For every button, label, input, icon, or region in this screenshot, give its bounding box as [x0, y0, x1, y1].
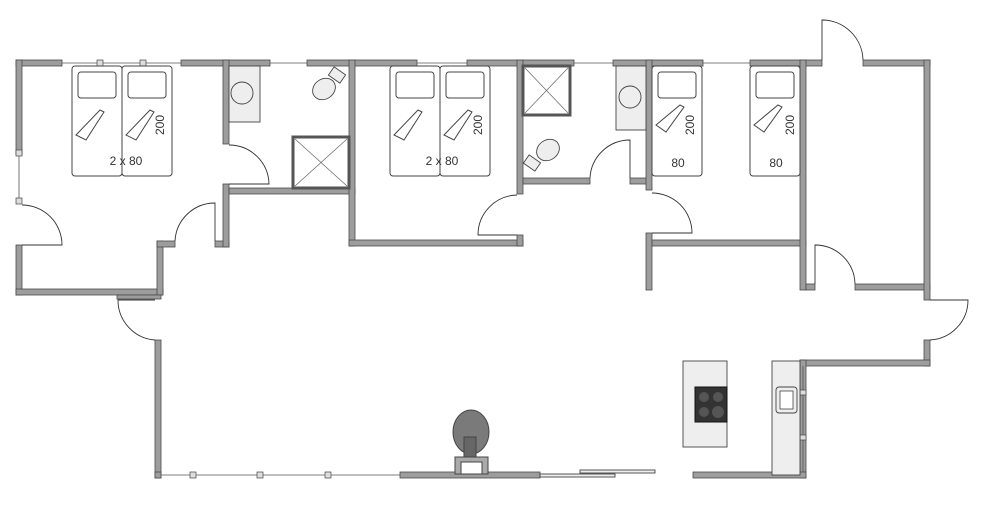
door-entrance-top	[821, 19, 864, 61]
bed-size-label: 80	[769, 156, 783, 170]
bed-length-label: 200	[153, 115, 167, 135]
double-bed-2: 2 x 80 200	[389, 65, 491, 177]
door-bedroom3	[651, 192, 693, 234]
doors[interactable]	[21, 19, 969, 341]
bed-length-label: 200	[683, 115, 697, 135]
door-bedroom1	[174, 202, 216, 242]
bathroom-fixtures	[228, 64, 647, 190]
door-bath2	[589, 139, 631, 179]
sink-icon	[618, 85, 642, 109]
walls	[15, 59, 931, 479]
bed-length-label: 200	[783, 115, 797, 135]
hob-icon	[694, 386, 728, 423]
bed-size-label: 2 x 80	[426, 154, 459, 168]
toilet-icon	[522, 138, 560, 172]
door-bedroom2	[477, 194, 518, 236]
kitchen-counter	[771, 360, 801, 476]
door-living-left	[117, 299, 156, 341]
bed-size-label: 2 x 80	[110, 154, 143, 168]
kitchen	[682, 360, 801, 476]
sliding-door[interactable]	[539, 469, 656, 478]
single-bed-2: 80 200	[749, 65, 801, 177]
shower-icon	[521, 64, 572, 117]
beds: 2 x 80 200 2 x 80 200 80 200 80 200	[71, 65, 801, 177]
door-bath1	[228, 144, 270, 185]
door-living-right	[929, 299, 969, 341]
toilet-icon	[312, 66, 347, 101]
door-bedroom4	[814, 244, 856, 285]
single-bed-1: 80 200	[651, 65, 703, 177]
double-bed-1: 2 x 80 200	[71, 65, 173, 177]
sink-icon	[230, 81, 254, 105]
door-bedroom1-exterior	[21, 204, 63, 246]
bed-size-label: 80	[671, 156, 685, 170]
bed-length-label: 200	[471, 115, 485, 135]
fireplace-icon	[452, 409, 490, 475]
shower-icon	[291, 135, 351, 190]
